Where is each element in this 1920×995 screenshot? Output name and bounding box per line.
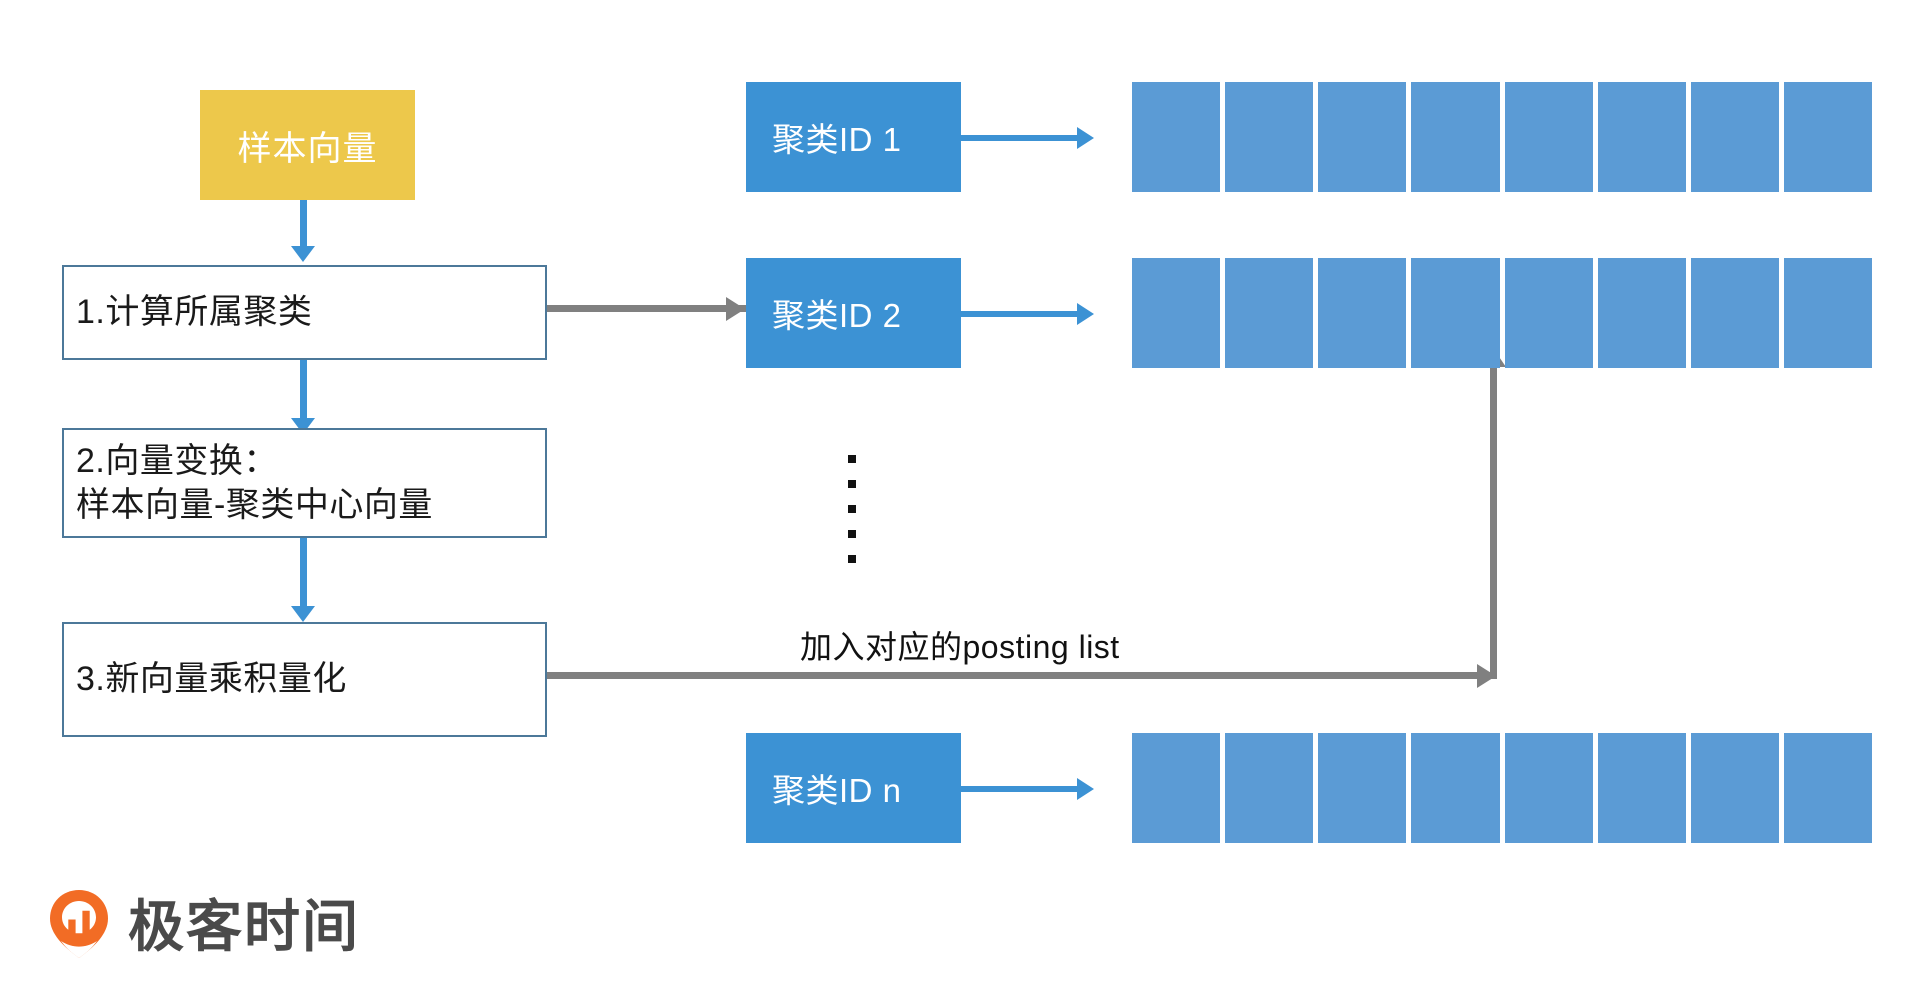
cluster-box-1[interactable]: 聚类ID 1 — [746, 82, 961, 192]
posting-list-cell[interactable] — [1690, 258, 1779, 368]
posting-list-cell[interactable] — [1504, 733, 1593, 843]
posting-list-cell[interactable] — [1318, 82, 1407, 192]
posting-list-row-1 — [1132, 82, 1872, 192]
step-2-label: 2.向量变换： 样本向量-聚类中心向量 — [76, 442, 433, 524]
sample-vector-label: 样本向量 — [237, 129, 378, 168]
geektime-pin-icon — [48, 888, 110, 965]
posting-list-cell[interactable] — [1225, 258, 1314, 368]
sample-vector-box: 样本向量 — [200, 90, 415, 200]
posting-list-cell[interactable] — [1225, 82, 1314, 192]
ellipsis-dot — [848, 530, 856, 538]
posting-list-cell[interactable] — [1783, 82, 1872, 192]
cluster-n-label: 聚类ID n — [772, 772, 902, 809]
ellipsis-dot — [848, 555, 856, 563]
edge-cluster1-to-posting-arrowhead — [1077, 127, 1094, 149]
edge-source-to-step1-arrowhead — [291, 246, 315, 262]
posting-list-cell[interactable] — [1132, 82, 1221, 192]
posting-list-row-n — [1132, 733, 1872, 843]
posting-list-cell[interactable] — [1132, 733, 1221, 843]
posting-list-cell[interactable] — [1318, 258, 1407, 368]
posting-list-cell[interactable] — [1597, 82, 1686, 192]
posting-list-cell[interactable] — [1783, 258, 1872, 368]
ellipsis-dot — [848, 505, 856, 513]
edge-step3-vertical-line — [1490, 365, 1497, 679]
step-box-3: 3.新向量乘积量化 — [62, 622, 547, 737]
cluster-box-2[interactable]: 聚类ID 2 — [746, 258, 961, 368]
posting-list-row-2 — [1132, 258, 1872, 368]
posting-list-cell[interactable] — [1690, 733, 1779, 843]
edge-clustern-to-posting-line — [961, 786, 1079, 792]
posting-list-cell[interactable] — [1504, 258, 1593, 368]
vertical-ellipsis-icon — [848, 455, 856, 563]
cluster-2-label: 聚类ID 2 — [772, 297, 902, 334]
posting-list-cell[interactable] — [1783, 733, 1872, 843]
edge-cluster1-to-posting-line — [961, 135, 1079, 141]
edge-step1-to-cluster2-arrowhead — [726, 297, 745, 321]
edge-step2-to-step3-arrowhead — [291, 606, 315, 622]
posting-list-cell[interactable] — [1597, 733, 1686, 843]
posting-list-cell[interactable] — [1504, 82, 1593, 192]
edge-step1-to-step2-line — [300, 360, 307, 422]
posting-list-cell[interactable] — [1318, 733, 1407, 843]
cluster-box-n[interactable]: 聚类ID n — [746, 733, 961, 843]
edge-step3-horizontal-line — [547, 672, 1497, 679]
cluster-1-label: 聚类ID 1 — [772, 121, 902, 158]
edge-step1-to-cluster2-line — [547, 305, 747, 312]
posting-list-cell[interactable] — [1411, 258, 1500, 368]
step-1-label: 1.计算所属聚类 — [76, 292, 313, 331]
ellipsis-dot — [848, 480, 856, 488]
posting-list-cell[interactable] — [1411, 733, 1500, 843]
step-3-label: 3.新向量乘积量化 — [76, 659, 347, 698]
geektime-logo-text: 极客时间 — [128, 894, 360, 958]
edge-cluster2-to-posting-arrowhead — [1077, 303, 1094, 325]
posting-list-cell[interactable] — [1690, 82, 1779, 192]
edge-source-to-step1-line — [300, 200, 307, 250]
posting-list-cell[interactable] — [1411, 82, 1500, 192]
step-box-1: 1.计算所属聚类 — [62, 265, 547, 360]
ellipsis-dot — [848, 455, 856, 463]
edge-cluster2-to-posting-line — [961, 311, 1079, 317]
edge-step2-to-step3-line — [300, 538, 307, 610]
geektime-logo: 极客时间 — [48, 888, 360, 965]
posting-list-caption: 加入对应的posting list — [800, 629, 1120, 665]
step-box-2: 2.向量变换： 样本向量-聚类中心向量 — [62, 428, 547, 538]
posting-list-cell[interactable] — [1225, 733, 1314, 843]
posting-list-cell[interactable] — [1132, 258, 1221, 368]
edge-clustern-to-posting-arrowhead — [1077, 778, 1094, 800]
posting-list-cell[interactable] — [1597, 258, 1686, 368]
